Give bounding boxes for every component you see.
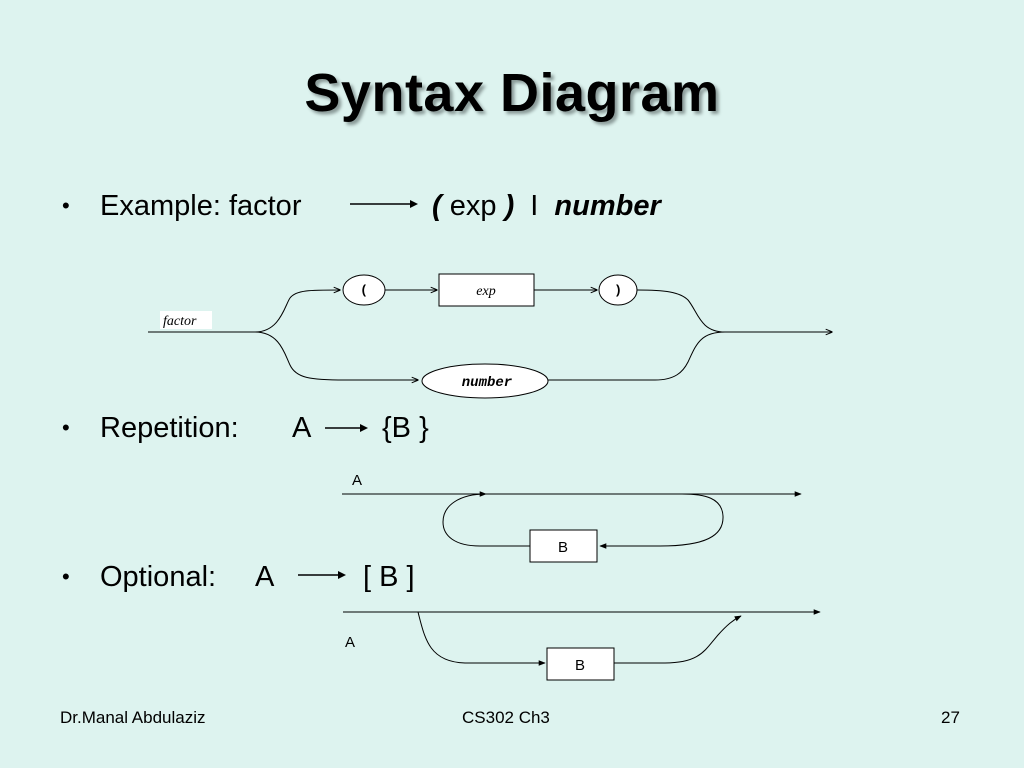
repetition-loop-in [599, 493, 724, 549]
upper-branch-in [254, 290, 340, 333]
optional-a-label: A [345, 634, 355, 651]
rhs-number: number [554, 190, 661, 222]
bullet-marker: • [62, 564, 70, 589]
bullet-example-rhs: ( exp ) I number [432, 192, 661, 221]
rhs-close-paren: ) [504, 190, 515, 222]
repetition-a-label: A [352, 472, 362, 489]
bullet-example-label: Example: factor [100, 190, 302, 222]
exp-box-text: exp [476, 284, 495, 299]
bullet-repetition-label: Repetition: [100, 412, 239, 444]
rhs-exp: exp [449, 190, 497, 222]
rhs-bar: I [530, 190, 539, 222]
bullet-optional: Optional: [100, 563, 216, 592]
exp-box [438, 273, 535, 307]
footer-page-number: 27 [941, 708, 960, 727]
optional-branch-out [614, 615, 742, 664]
bullet-repetition: Repetition: [100, 414, 239, 443]
bullet-example: Example: factor [100, 192, 301, 221]
bullet-optional-label: Optional: [100, 561, 217, 593]
footer-course: CS302 Ch3 [462, 708, 550, 727]
repetition-lhs: A [292, 412, 312, 444]
footer-author: Dr.Manal Abdulaziz [60, 708, 206, 727]
factor-start-label: factor [163, 314, 197, 329]
lower-branch-in [254, 331, 418, 380]
number-oval [421, 363, 549, 399]
lower-branch-out [548, 331, 726, 381]
number-oval-text: number [462, 375, 513, 391]
slide-title: Syntax Diagram [304, 63, 720, 123]
optional-b-text: B [575, 657, 585, 674]
optional-lhs: A [255, 561, 275, 593]
optional-rhs: [ B ] [363, 561, 415, 593]
optional-branch-in [417, 611, 546, 666]
repetition-b-box [529, 529, 598, 563]
repetition-rhs: {B } [382, 412, 429, 444]
factor-label-bg [160, 311, 212, 329]
open-paren-text: ( [360, 283, 368, 298]
close-paren-text: ) [614, 283, 622, 298]
repetition-b-text: B [558, 539, 568, 556]
optional-b-box [546, 647, 615, 681]
bullet-marker: • [62, 415, 70, 440]
repetition-loop-out [442, 491, 530, 547]
bullet-marker: • [62, 193, 70, 218]
rhs-open-paren: ( [432, 190, 442, 222]
upper-branch-out [636, 289, 726, 333]
